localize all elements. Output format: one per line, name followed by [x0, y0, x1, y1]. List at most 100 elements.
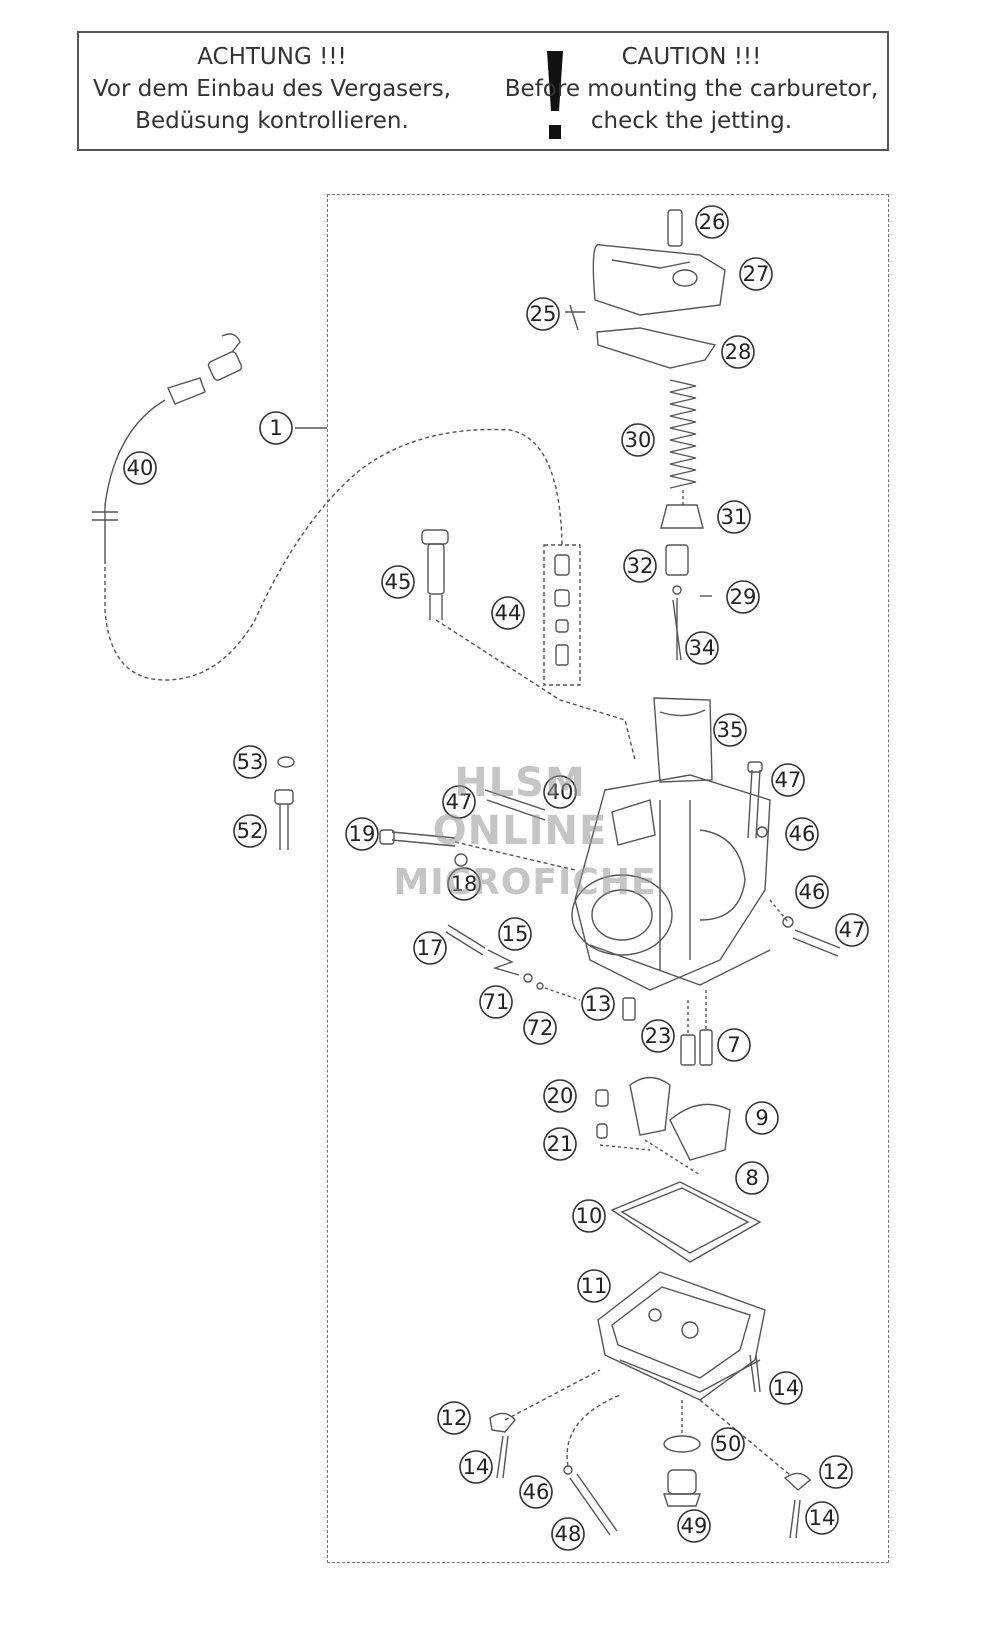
callout-26: 26 [695, 205, 729, 239]
top-cap-part [565, 209, 726, 369]
float-parts [595, 1076, 731, 1176]
callout-14: 14 [459, 1450, 493, 1484]
bowl-screws-part [489, 1354, 811, 1539]
callout-9: 9 [745, 1101, 779, 1135]
drain-plug-part [663, 1400, 701, 1507]
callout-label: 12 [823, 1460, 850, 1484]
throttle-slide-part [653, 697, 713, 783]
callout-circle [713, 713, 747, 747]
overflow-hose-part [563, 1394, 621, 1536]
warning-german-line1: Vor dem Einbau des Vergasers, [92, 76, 452, 102]
callout-circle [459, 1450, 493, 1484]
callout-29: 29 [726, 580, 760, 614]
callout-label: 35 [717, 718, 744, 742]
callout-20: 20 [543, 1079, 577, 1113]
callout-label: 46 [799, 880, 826, 904]
callout-circle [769, 1371, 803, 1405]
callout-circle [447, 867, 481, 901]
callout-circle [413, 931, 447, 965]
callout-circle [259, 411, 293, 445]
float-bowl-gasket-part [610, 1181, 762, 1263]
assembly-frame [327, 194, 889, 1563]
callout-label: 17 [417, 936, 444, 960]
jet-column-part [543, 544, 581, 686]
float-bowl-part [597, 1271, 766, 1401]
callout-label: 46 [789, 822, 816, 846]
callout-circle [695, 205, 729, 239]
callout-27: 27 [739, 257, 773, 291]
callout-13: 13 [581, 987, 615, 1021]
callout-32: 32 [623, 549, 657, 583]
callout-15: 15 [498, 917, 532, 951]
callout-label: 11 [581, 1274, 608, 1298]
callout-47: 47 [771, 763, 805, 797]
callout-12: 12 [819, 1455, 853, 1489]
watermark-line1: HLSM [454, 760, 586, 806]
callout-28: 28 [721, 335, 755, 369]
callout-circle [745, 1101, 779, 1135]
callout-label: 9 [755, 1106, 768, 1130]
warning-english-title: CAUTION !!! [621, 44, 762, 70]
warning-german: ACHTUNG !!! Vor dem Einbau des Vergasers… [87, 41, 457, 137]
callout-circle [551, 1517, 585, 1551]
warning-box: ACHTUNG !!! Vor dem Einbau des Vergasers… [77, 31, 889, 151]
callout-18: 18 [447, 867, 481, 901]
callout-11: 11 [577, 1269, 611, 1303]
callout-34: 34 [685, 631, 719, 665]
callout-circle [721, 335, 755, 369]
callout-circle [819, 1455, 853, 1489]
callout-label: 23 [645, 1024, 672, 1048]
callout-label: 8 [745, 1166, 758, 1190]
callout-label: 7 [727, 1033, 740, 1057]
callout-46: 46 [519, 1475, 553, 1509]
callout-circle [771, 763, 805, 797]
callout-label: 40 [127, 456, 154, 480]
main-jet-parts [680, 990, 713, 1066]
idle-screw-part [421, 529, 636, 761]
callout-14: 14 [805, 1501, 839, 1535]
callout-40: 40 [123, 451, 157, 485]
warning-english-line1: Before mounting the carburetor, [504, 76, 879, 102]
callout-30: 30 [621, 423, 655, 457]
callout-72: 72 [523, 1011, 557, 1045]
callout-47: 47 [835, 913, 869, 947]
callout-label: 14 [773, 1376, 800, 1400]
callout-71: 71 [479, 985, 513, 1019]
callout-53: 53 [233, 745, 267, 779]
callout-circle [543, 1079, 577, 1113]
callout-circle [437, 1401, 471, 1435]
callout-46: 46 [785, 817, 819, 851]
callout-52: 52 [233, 814, 267, 848]
callout-label: 46 [523, 1480, 550, 1504]
callout-8: 8 [735, 1161, 769, 1195]
watermark-line2: ONLINE [432, 808, 608, 854]
callout-label: 45 [385, 570, 412, 594]
callout-circle [717, 500, 751, 534]
callout-47: 47 [442, 785, 476, 819]
callout-label: 29 [730, 585, 757, 609]
callout-circle [577, 1269, 611, 1303]
warning-english-line2: check the jetting. [590, 108, 793, 134]
callout-circle [735, 1161, 769, 1195]
callout-23: 23 [641, 1019, 675, 1053]
callout-label: 52 [237, 819, 264, 843]
callout-label: 1 [269, 416, 282, 440]
callout-circle [233, 745, 267, 779]
callout-40: 40 [543, 775, 577, 809]
callout-label: 71 [483, 990, 510, 1014]
callout-50: 50 [711, 1427, 745, 1461]
callout-circle [381, 565, 415, 599]
callout-circle [523, 1011, 557, 1045]
callout-label: 47 [446, 790, 473, 814]
callout-31: 31 [717, 500, 751, 534]
callout-label: 25 [530, 302, 557, 326]
callout-46: 46 [795, 875, 829, 909]
warning-german-line2: Bedüsung kontrollieren. [135, 108, 409, 134]
callout-label: 32 [627, 554, 654, 578]
screw-19-part [379, 789, 576, 871]
callout-circle [491, 596, 525, 630]
callout-circle [621, 423, 655, 457]
callout-circle [572, 1199, 606, 1233]
callout-circle [479, 985, 513, 1019]
